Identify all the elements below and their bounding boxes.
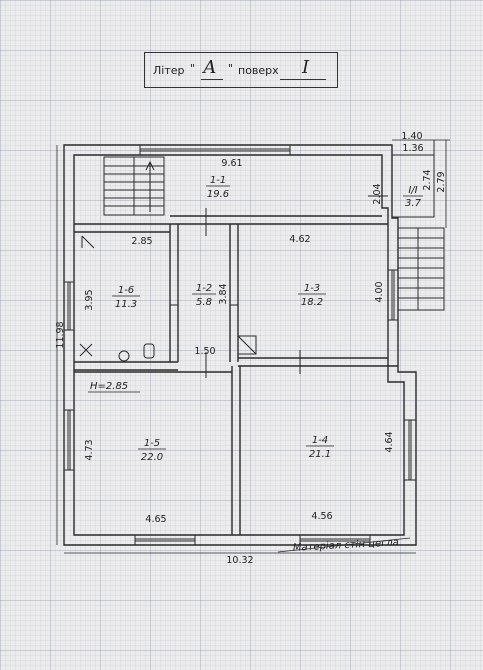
liter-value: А [203,57,217,78]
dim-room16-width: 2.85 [131,236,152,247]
wall-corridor-right [229,224,239,362]
door-markers [170,195,388,378]
door-swing [81,235,95,249]
bathroom-fixtures [79,235,257,362]
ceiling-height-note: Н=2.85 [90,381,128,392]
quote-open: " [190,62,196,75]
dim-porch-inner-depth: 2.74 [422,169,433,190]
dim-total-height: 11.98 [55,321,66,348]
room-labels: 1-1 19.6 1-2 5.8 1-3 18.2 1-4 21.1 1-5 2… [112,175,423,463]
room-1-4-area: 21.1 [309,449,331,460]
wall-material-note: Матеріал стін цегла [293,536,400,554]
wall-room15-room14 [231,366,241,535]
dim-corridor-width: 1.50 [194,346,215,357]
window-room15-bottom [134,535,196,545]
dim-room15-height: 4.73 [84,439,95,460]
shower [79,343,93,357]
exterior-porch [391,140,445,311]
dim-hall-depth: 2.04 [372,183,383,204]
room-1-4-id: 1-4 [312,435,328,446]
liter-underline [201,79,223,80]
wall-room13-bottom [238,357,398,367]
dim-hall-width: 9.61 [221,158,242,169]
dim-corridor-length: 3.84 [218,283,229,304]
dimension-labels: 10.32 11.98 9.61 2.04 4.62 4.00 2.85 3.9… [55,131,447,566]
room-1-6-id: 1-6 [118,285,134,296]
room-1-1-id: 1-1 [210,175,226,186]
room-1-5-area: 22.0 [141,452,163,463]
floor-label: поверх [238,64,279,77]
dimension-lines [56,139,450,554]
dim-room16-depth: 3.95 [84,289,95,310]
room-1-1-area: 19.6 [207,189,229,200]
dim-porch-outer-depth: 2.79 [436,171,447,192]
room-1-2-id: 1-2 [196,283,212,294]
room-1-3-area: 18.2 [301,297,323,308]
floor-value: I [302,57,310,78]
dim-porch-inner-width: 1.36 [402,143,423,154]
window-room16-left [64,281,74,331]
window-room15-left [64,409,74,471]
porch-area: 3.7 [405,198,422,209]
window-room14-right [404,419,416,481]
dim-room13-depth: 4.00 [374,281,385,302]
dim-total-width: 10.32 [226,555,253,566]
wall-room16-bottom [74,361,178,371]
toilet [118,350,130,362]
room-1-2-area: 5.8 [196,297,212,308]
room-1-3-id: 1-3 [304,283,320,294]
wall-room16-right [169,224,179,362]
window-room13-right [388,269,398,321]
window-room14-bottom [299,535,371,545]
room-1-6-area: 11.3 [115,299,137,310]
sink [143,343,155,359]
interior-stairs [103,156,165,216]
dim-room15-width: 4.65 [145,514,166,525]
liter-label: Літер [153,64,185,77]
dim-room14-width: 4.56 [311,511,332,522]
stove [237,335,257,355]
floor-underline [280,79,326,80]
dim-room14-depth: 4.64 [384,431,395,452]
room-1-5-id: 1-5 [144,438,160,449]
dim-room13-width: 4.62 [289,234,310,245]
wall-hall-bottom [74,215,388,233]
window-hall-top [139,145,291,155]
porch-id: I/I [408,185,417,196]
dim-porch-outer-width: 1.40 [401,131,422,142]
title-block: Літер " А " поверх I [144,52,338,88]
outer-wall-inner [73,154,405,536]
quote-close: " [228,62,234,75]
